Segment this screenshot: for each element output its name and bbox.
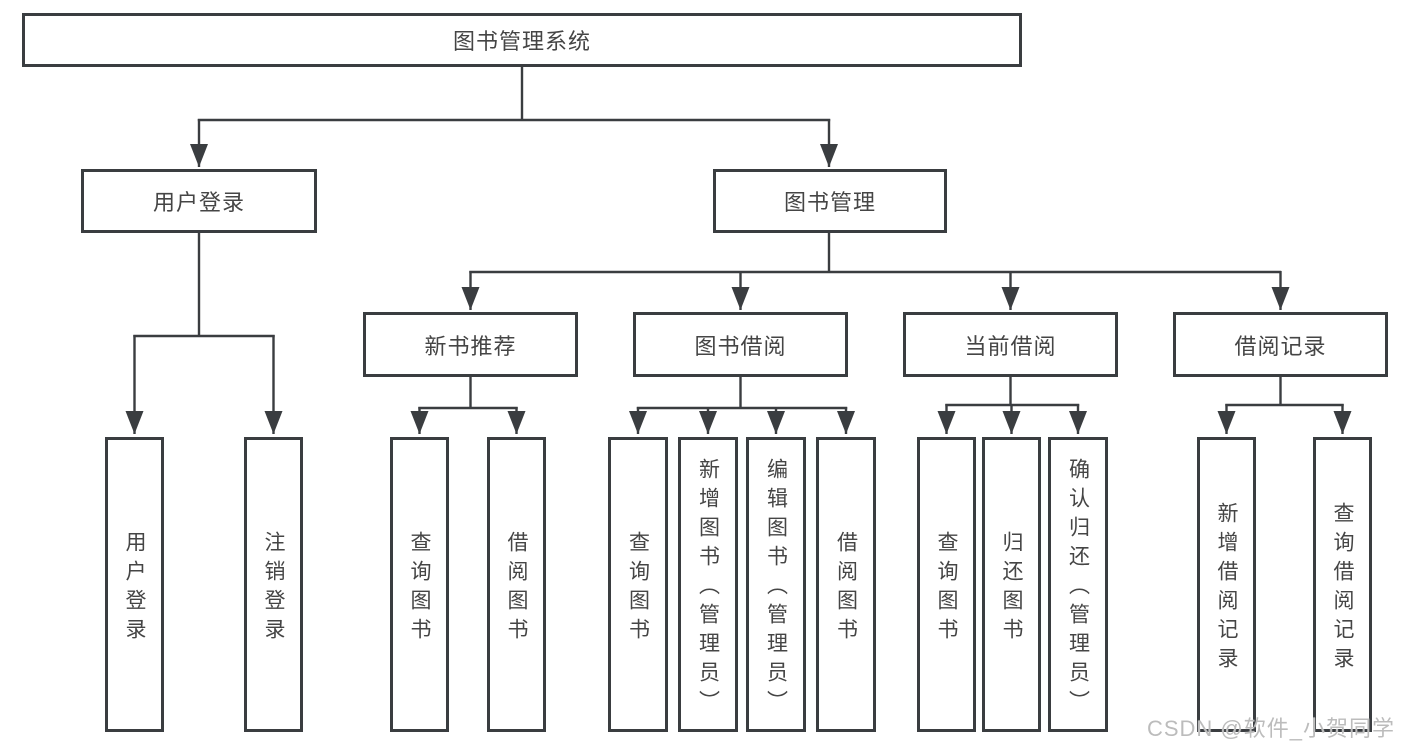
leaf-current-return-books: 归还图书 (982, 437, 1041, 732)
leaf-borrow-query-books: 查询图书 (608, 437, 668, 732)
leaf-current-return-books-label: 归还图书 (1000, 530, 1023, 647)
leaf-records-query-record: 查询借阅记录 (1313, 437, 1372, 732)
leaf-current-query-books-label: 查询图书 (935, 530, 958, 647)
leaf-current-confirm-return-admin: 确认归还（管理员） (1048, 437, 1108, 732)
node-book-management-label: 图书管理 (783, 190, 876, 215)
node-borrow-records: 借阅记录 (1173, 312, 1388, 377)
leaf-newbook-borrow-books-label: 借阅图书 (505, 530, 528, 647)
leaf-borrow-edit-books-admin: 编辑图书（管理员） (746, 437, 806, 732)
leaf-logout: 注销登录 (244, 437, 303, 732)
leaf-current-confirm-return-admin-label: 确认归还（管理员） (1066, 458, 1090, 719)
leaf-current-query-books: 查询图书 (917, 437, 976, 732)
leaf-newbook-query-books-label: 查询图书 (408, 530, 431, 647)
leaf-borrow-add-books-admin: 新增图书（管理员） (678, 437, 738, 732)
leaf-logout-label: 注销登录 (262, 530, 285, 647)
leaf-user-login: 用户登录 (105, 437, 164, 732)
leaf-user-login-label: 用户登录 (123, 530, 146, 647)
node-book-borrow-label: 图书借阅 (694, 333, 787, 359)
node-user-login: 用户登录 (81, 169, 317, 233)
node-new-book-recommend-label: 新书推荐 (424, 333, 517, 359)
leaf-records-add-record: 新增借阅记录 (1197, 437, 1256, 732)
node-book-borrow: 图书借阅 (633, 312, 848, 377)
leaf-borrow-borrow-books: 借阅图书 (816, 437, 876, 732)
node-root-label: 图书管理系统 (452, 29, 591, 54)
node-user-login-label: 用户登录 (152, 190, 245, 215)
leaf-borrow-edit-books-admin-label: 编辑图书（管理员） (764, 458, 788, 719)
csdn-watermark: CSDN @软件_小贺同学 (1146, 716, 1395, 741)
node-new-book-recommend: 新书推荐 (363, 312, 578, 377)
leaf-borrow-borrow-books-label: 借阅图书 (834, 530, 858, 647)
leaf-records-add-record-label: 新增借阅记录 (1215, 501, 1238, 676)
leaf-newbook-borrow-books: 借阅图书 (487, 437, 546, 732)
node-root-library-system: 图书管理系统 (22, 13, 1022, 67)
leaf-borrow-query-books-label: 查询图书 (626, 530, 650, 647)
leaf-newbook-query-books: 查询图书 (390, 437, 449, 732)
node-book-management: 图书管理 (713, 169, 947, 233)
node-current-borrow-label: 当前借阅 (964, 333, 1057, 359)
node-borrow-records-label: 借阅记录 (1234, 333, 1327, 359)
node-current-borrow: 当前借阅 (903, 312, 1118, 377)
leaf-borrow-add-books-admin-label: 新增图书（管理员） (696, 458, 720, 719)
leaf-records-query-record-label: 查询借阅记录 (1331, 501, 1354, 676)
